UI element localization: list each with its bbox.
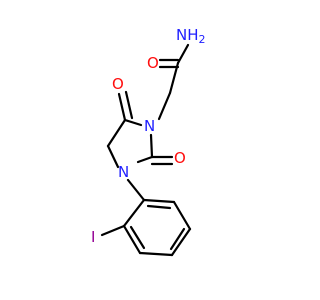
bond-ph-inner-1 xyxy=(129,225,146,250)
bond-ph-3 xyxy=(138,251,174,257)
bond-ph-1 xyxy=(122,198,146,228)
atom-ring-n2: N xyxy=(118,163,129,181)
atom-labels: NH2 O N O O N I xyxy=(91,26,206,246)
bond-c-i xyxy=(100,224,126,237)
atom-iodine: I xyxy=(91,228,95,246)
bond-c5-o-2 xyxy=(124,90,134,120)
amide-n-subscript: 2 xyxy=(199,33,206,46)
atom-amide-o: O xyxy=(147,54,159,72)
bonds xyxy=(100,43,192,257)
bond-amide-cn xyxy=(176,43,190,65)
bond-ch2-n1 xyxy=(157,91,172,121)
bond-c5-o-1 xyxy=(117,92,127,122)
bond-ph-inner-2 xyxy=(169,227,186,251)
molecule-structure: NH2 O N O O N I xyxy=(91,26,206,257)
bond-ph-6 xyxy=(142,198,176,204)
atom-amide-n: NH2 xyxy=(176,26,206,46)
bond-ph-4 xyxy=(170,227,192,257)
atom-ring-o2: O xyxy=(174,149,186,167)
bond-ph-2 xyxy=(122,224,142,255)
bond-n2-ph xyxy=(126,178,146,202)
bond-n1-c5 xyxy=(123,118,143,127)
bond-ph-inner-3 xyxy=(146,204,172,210)
bond-c2-n1 xyxy=(149,133,154,159)
molecule-diagram: NH2 O N O O N I xyxy=(91,26,206,257)
bond-ph-5 xyxy=(172,200,192,231)
atom-ring-n1: N xyxy=(144,117,155,135)
bond-n2-c2 xyxy=(136,155,154,164)
bond-c4-n2 xyxy=(106,144,120,169)
bond-c5-c4 xyxy=(106,118,127,148)
amide-n-label: NH xyxy=(176,26,199,44)
bond-amide-c-ch2 xyxy=(168,61,180,95)
svg-text:NH2: NH2 xyxy=(176,26,206,46)
atom-ring-o1: O xyxy=(112,75,124,93)
